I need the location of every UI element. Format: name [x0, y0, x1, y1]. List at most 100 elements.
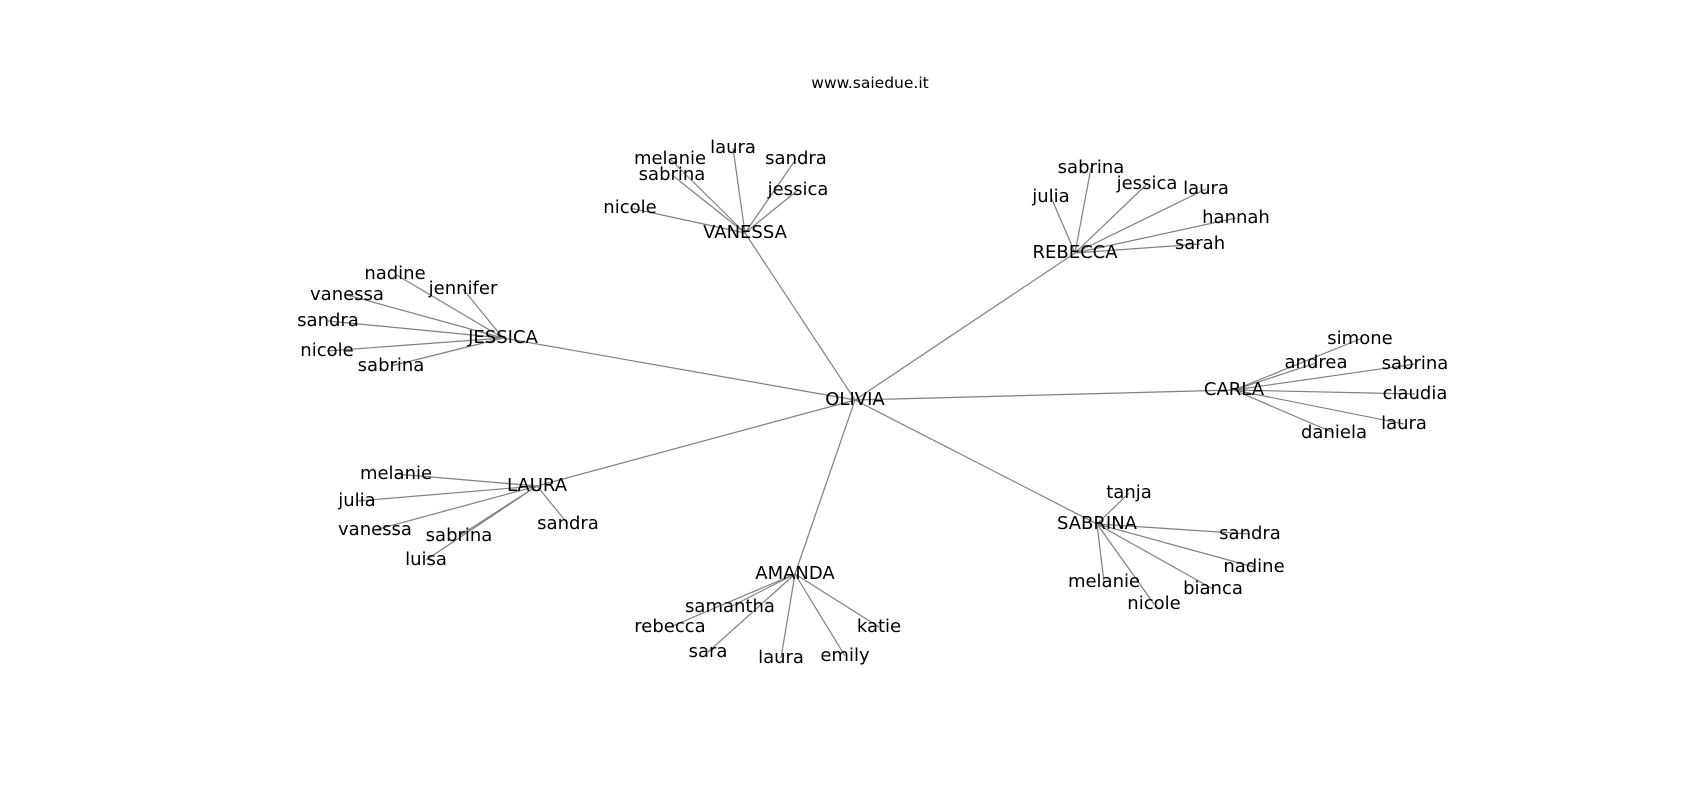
leaf-node-carla-andrea: andrea — [1285, 352, 1348, 373]
leaf-node-sabrina-sandra: sandra — [1219, 523, 1281, 544]
graph-labels: sabrinamelanielaurasandrajessicanicoleVA… — [297, 137, 1448, 668]
group-node-laura: LAURA — [507, 475, 568, 496]
leaf-node-jessica-jennifer: jennifer — [428, 278, 498, 299]
edge-amanda-samantha — [729, 573, 796, 608]
edge-root-carla — [854, 389, 1235, 401]
leaf-node-amanda-sara: sara — [689, 641, 728, 662]
leaf-node-laura-melanie: melanie — [360, 463, 432, 484]
group-node-rebecca: REBECCA — [1032, 242, 1118, 263]
edge-root-rebecca — [854, 252, 1076, 401]
leaf-node-carla-laura: laura — [1381, 413, 1427, 434]
leaf-node-rebecca-julia: julia — [1031, 186, 1069, 207]
edge-root-vanessa — [744, 232, 856, 401]
leaf-node-vanessa-sandra: sandra — [765, 148, 827, 169]
edge-vanessa-nicole — [629, 207, 746, 234]
leaf-node-rebecca-hannah: hannah — [1202, 207, 1270, 228]
leaf-node-laura-julia: julia — [337, 490, 375, 511]
edge-root-sabrina — [854, 399, 1098, 525]
edge-laura-julia — [356, 485, 538, 502]
edge-root-jessica — [502, 337, 856, 401]
edge-vanessa-sandra — [744, 158, 797, 234]
edge-rebecca-sabrina — [1074, 167, 1092, 254]
leaf-node-rebecca-sabrina: sabrina — [1058, 157, 1125, 178]
leaf-node-vanessa-sabrina: sabrina — [639, 164, 706, 185]
leaf-node-laura-luisa: luisa — [405, 549, 447, 570]
leaf-node-sabrina-bianca: bianca — [1183, 578, 1243, 599]
source-text: www.saiedue.it — [811, 74, 928, 92]
edge-vanessa-laura — [732, 147, 746, 234]
leaf-node-jessica-sandra: sandra — [297, 310, 359, 331]
leaf-node-carla-sabrina: sabrina — [1382, 353, 1449, 374]
edge-amanda-sara — [707, 573, 796, 653]
leaf-node-laura-sabrina: sabrina — [426, 525, 493, 546]
root-node-olivia: OLIVIA — [825, 389, 885, 410]
group-node-jessica: JESSICA — [467, 327, 538, 348]
edge-amanda-emily — [794, 573, 846, 657]
leaf-node-sabrina-melanie: melanie — [1068, 571, 1140, 592]
leaf-node-amanda-rebecca: rebecca — [634, 616, 705, 637]
edge-sabrina-sandra — [1096, 523, 1251, 535]
edge-root-amanda — [794, 399, 856, 575]
edge-carla-andrea — [1233, 362, 1317, 391]
edge-jessica-nadine — [394, 273, 504, 339]
edge-jessica-sabrina — [390, 337, 504, 367]
graph-edges — [326, 147, 1416, 659]
edge-rebecca-jessica — [1074, 183, 1148, 254]
group-node-carla: CARLA — [1204, 379, 1265, 400]
leaf-node-laura-sandra: sandra — [537, 513, 599, 534]
edge-sabrina-tanja — [1096, 492, 1130, 525]
edge-root-laura — [536, 399, 856, 487]
leaf-node-laura-vanessa: vanessa — [338, 519, 412, 540]
group-node-sabrina: SABRINA — [1057, 513, 1138, 534]
edge-jessica-nicole — [326, 337, 504, 352]
leaf-node-carla-claudia: claudia — [1383, 383, 1448, 404]
edge-rebecca-laura — [1074, 188, 1207, 254]
leaf-node-sabrina-tanja: tanja — [1106, 482, 1152, 503]
leaf-node-vanessa-jessica: jessica — [767, 179, 829, 200]
edge-laura-sandra — [536, 485, 569, 525]
leaf-node-carla-daniela: daniela — [1301, 422, 1367, 443]
edge-amanda-katie — [794, 573, 880, 628]
edge-carla-simone — [1233, 338, 1361, 391]
leaf-node-vanessa-melanie: melanie — [634, 148, 706, 169]
edge-sabrina-nicole — [1096, 523, 1155, 605]
edge-rebecca-julia — [1050, 196, 1076, 254]
edge-amanda-rebecca — [669, 573, 796, 628]
leaf-node-rebecca-jessica: jessica — [1116, 173, 1178, 194]
edge-carla-sabrina — [1233, 363, 1416, 391]
edge-laura-vanessa — [374, 485, 538, 531]
leaf-node-amanda-laura: laura — [758, 647, 804, 668]
edge-carla-laura — [1233, 389, 1405, 425]
leaf-node-jessica-sabrina: sabrina — [358, 355, 425, 376]
leaf-node-vanessa-laura: laura — [710, 137, 756, 158]
group-node-amanda: AMANDA — [755, 563, 835, 584]
leaf-node-rebecca-sarah: sarah — [1175, 233, 1225, 254]
leaf-node-carla-simone: simone — [1327, 328, 1392, 349]
edge-vanessa-melanie — [669, 158, 746, 234]
edge-jessica-jennifer — [462, 288, 504, 339]
edge-amanda-laura — [780, 573, 796, 659]
edge-sabrina-nadine — [1096, 523, 1255, 568]
leaf-node-amanda-katie: katie — [857, 616, 901, 637]
leaf-node-amanda-samantha: samantha — [685, 596, 775, 617]
group-node-vanessa: VANESSA — [703, 222, 787, 243]
leaf-node-amanda-emily: emily — [820, 645, 870, 666]
edge-carla-claudia — [1233, 389, 1416, 395]
edge-sabrina-melanie — [1096, 523, 1105, 583]
edge-vanessa-sabrina — [671, 174, 746, 234]
leaf-node-jessica-vanessa: vanessa — [310, 284, 384, 305]
edge-vanessa-jessica — [744, 189, 799, 234]
edge-carla-daniela — [1233, 389, 1335, 434]
leaf-node-sabrina-nicole: nicole — [1127, 593, 1180, 614]
leaf-node-jessica-nadine: nadine — [364, 263, 425, 284]
edge-laura-melanie — [395, 473, 538, 487]
edge-rebecca-hannah — [1074, 217, 1237, 254]
edge-jessica-sandra — [327, 320, 504, 339]
leaf-node-rebecca-laura: laura — [1183, 178, 1229, 199]
leaf-node-sabrina-nadine: nadine — [1223, 556, 1284, 577]
leaf-node-jessica-nicole: nicole — [300, 340, 353, 361]
edge-sabrina-bianca — [1096, 523, 1214, 590]
leaf-node-vanessa-nicole: nicole — [603, 197, 656, 218]
edge-laura-luisa — [425, 485, 538, 561]
